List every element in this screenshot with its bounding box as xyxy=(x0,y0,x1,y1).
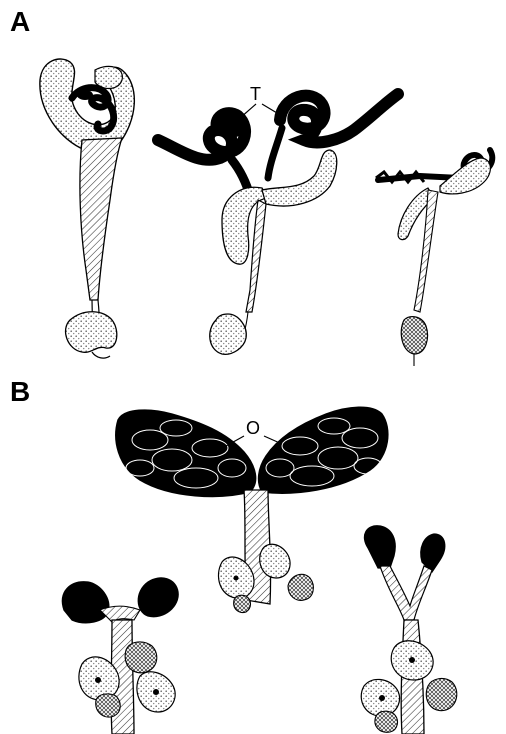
ovary-left xyxy=(62,582,108,623)
specimen-a2: T xyxy=(158,84,398,354)
testis-right xyxy=(280,94,398,142)
bulb xyxy=(210,314,247,354)
annotation-o: O xyxy=(246,418,260,438)
accessory-gland xyxy=(260,544,290,578)
spermatheca xyxy=(234,595,251,612)
hatched-oviduct xyxy=(380,566,432,620)
spermatheca xyxy=(375,711,398,732)
spermatheca xyxy=(96,694,121,717)
annotation-t: T xyxy=(250,84,261,104)
spermatheca xyxy=(426,679,457,711)
ovary-right xyxy=(138,578,178,617)
specimen-b-left xyxy=(62,578,178,734)
hatched-duct xyxy=(80,138,122,300)
specimen-b-right xyxy=(361,526,457,734)
ovary-left xyxy=(116,410,256,496)
spermatheca xyxy=(125,642,157,673)
spermatheca xyxy=(288,574,313,600)
specimen-a3 xyxy=(376,150,492,366)
bulb xyxy=(401,317,427,354)
ovary-left xyxy=(364,526,395,568)
bulb xyxy=(66,312,117,353)
specimen-a1 xyxy=(40,59,134,358)
